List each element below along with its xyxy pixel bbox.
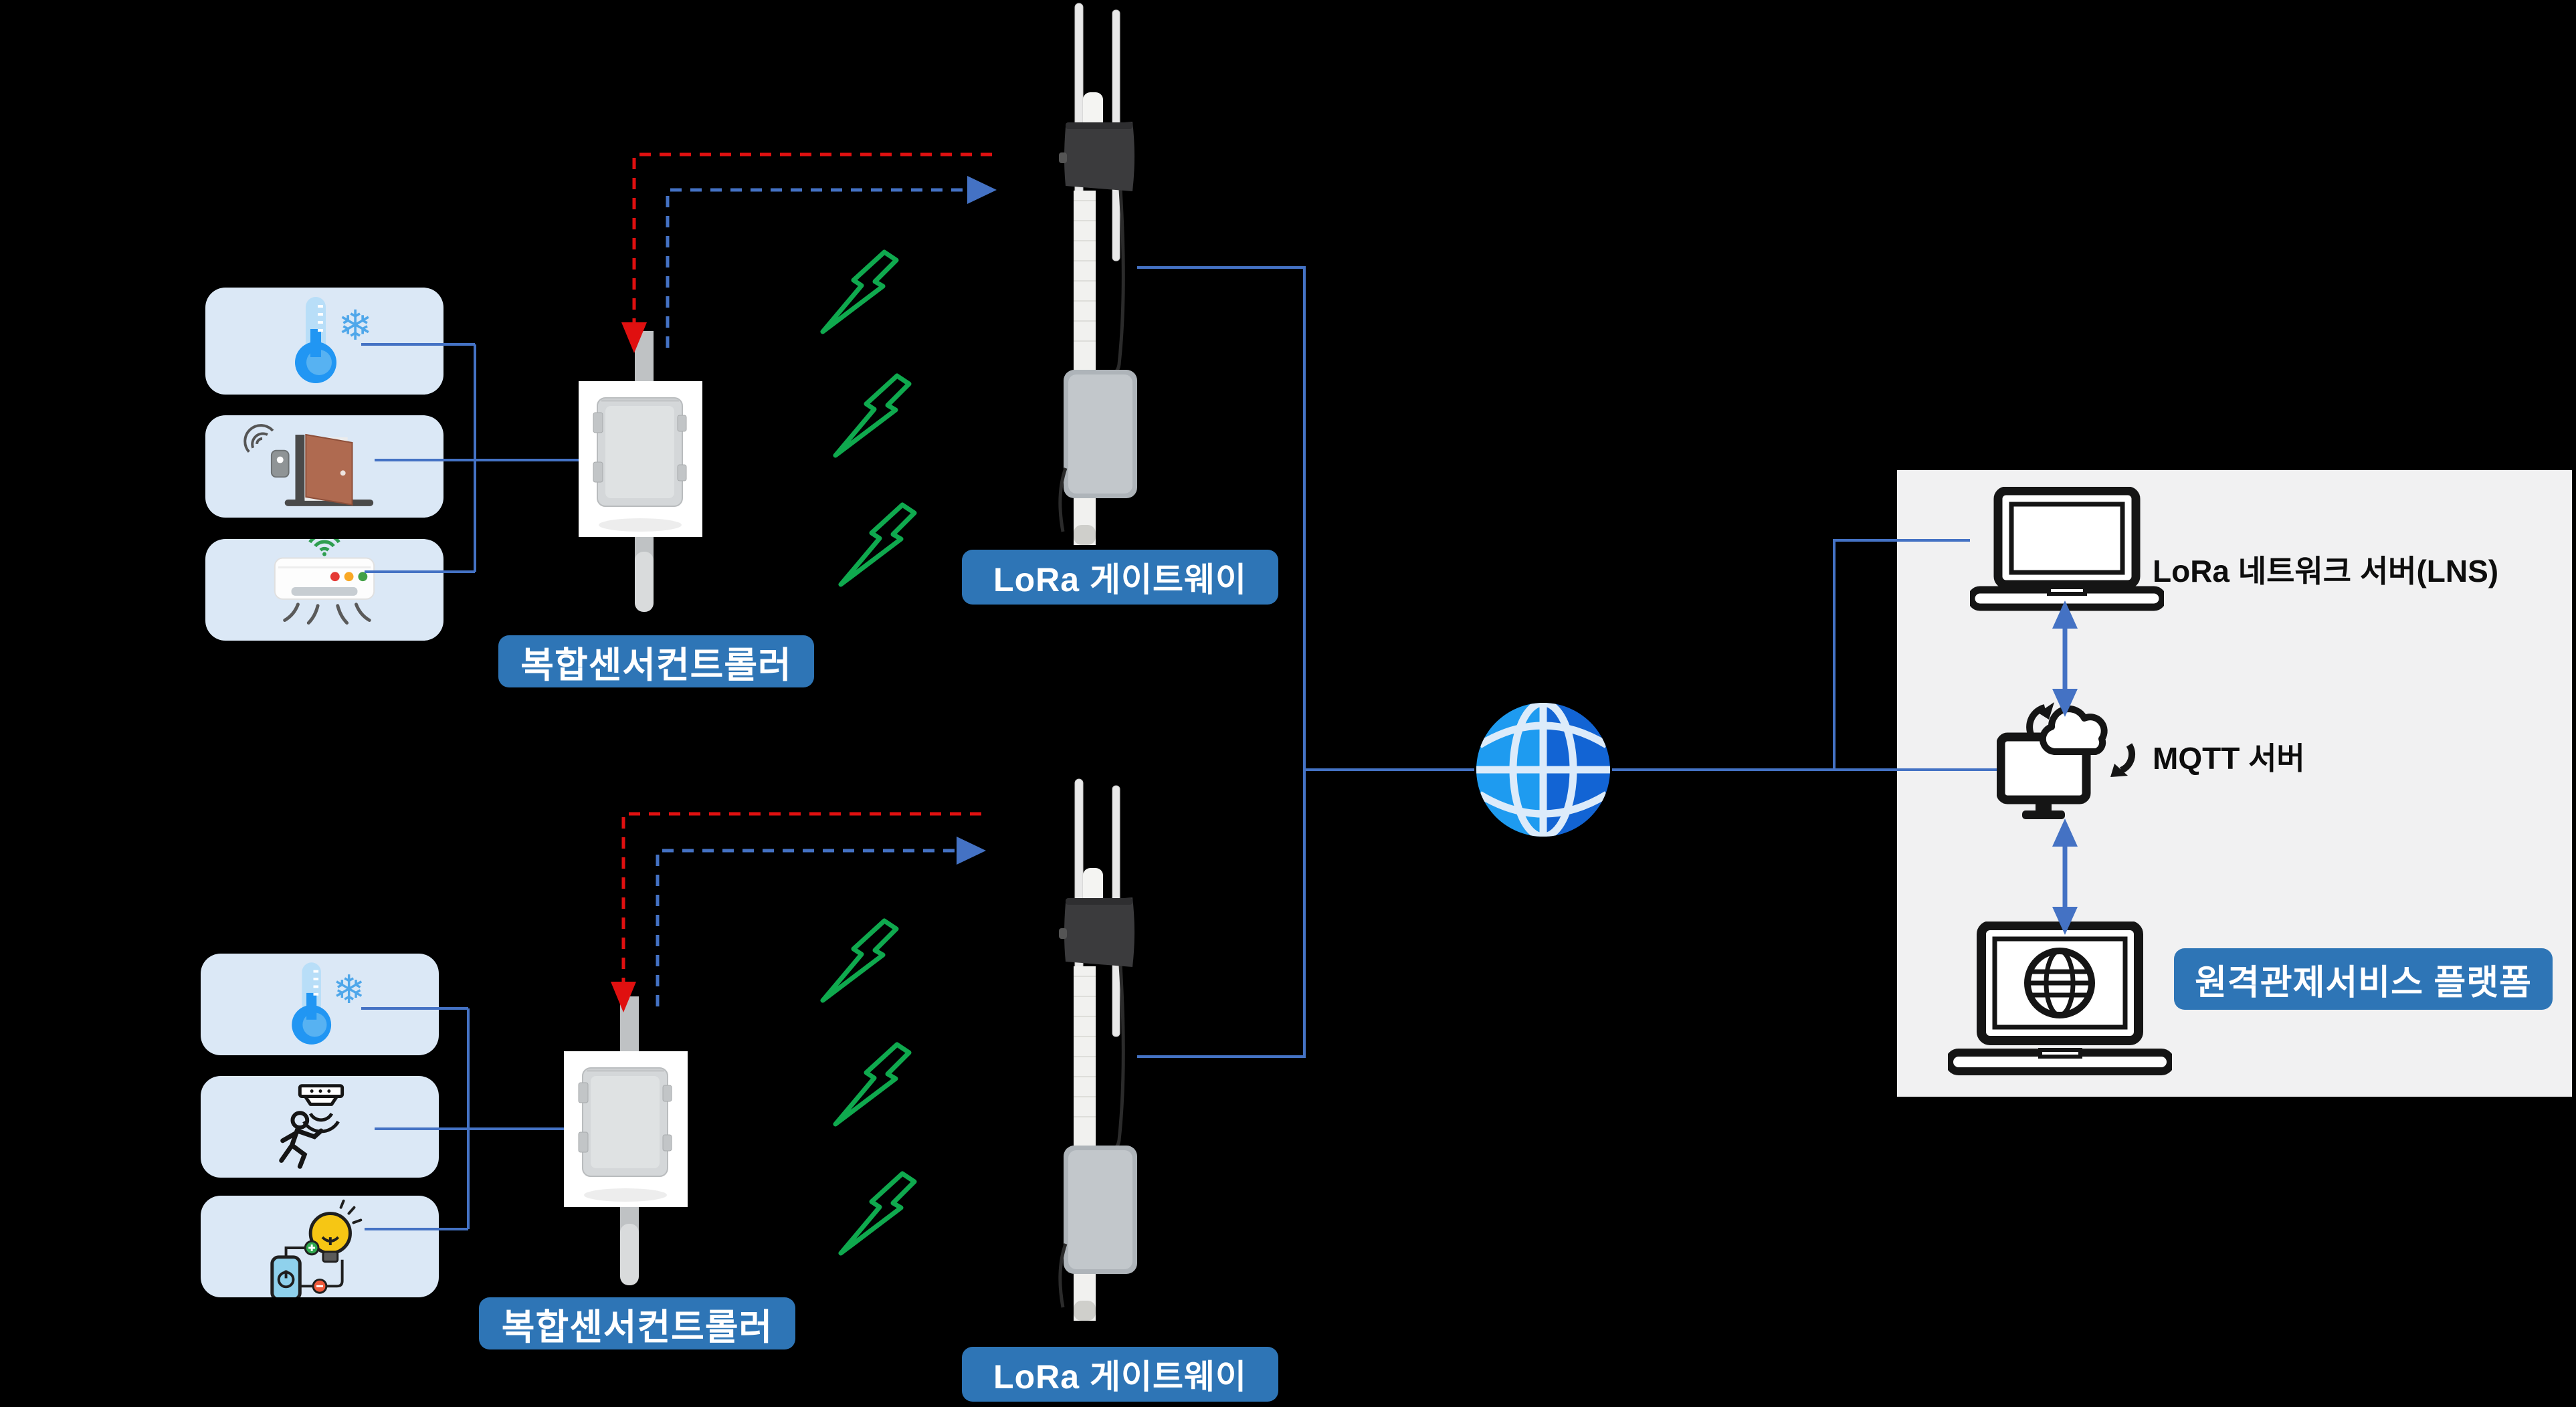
card-temperature-sensor-bottom: ❄	[201, 954, 439, 1055]
sync-arrows-icon	[2026, 702, 2136, 777]
cloud-icon	[2039, 706, 2108, 755]
uplink-arrow-bottom	[656, 849, 957, 1006]
door-sensor-icon	[243, 424, 374, 506]
card-motion-sensor-bottom	[201, 1076, 439, 1178]
gateway-antenna-box	[1064, 122, 1134, 191]
uplink-arrow-top	[666, 188, 967, 348]
sensor-controller-unit-bottom	[564, 996, 688, 1291]
gateway-badge-top: LoRa 게이트웨이	[962, 550, 1278, 605]
platform-badge-label: 원격관제서비스 플랫폼	[2195, 963, 2532, 1002]
backbone-lines	[1137, 266, 1997, 1058]
rf-lightning-icons-bottom	[823, 921, 914, 1253]
temperature-sensor-icon: ❄	[292, 962, 365, 1045]
walking-person-icon	[279, 1111, 324, 1169]
globe-icon	[2024, 948, 2095, 1018]
mqtt-server-icon	[1997, 702, 2147, 829]
snowflake-icon: ❄	[332, 966, 365, 1012]
gateway-badge-bottom: LoRa 게이트웨이	[962, 1347, 1278, 1402]
gateway-badge-label: LoRa 게이트웨이	[993, 1358, 1247, 1396]
internet-globe-icon	[1474, 701, 1612, 839]
lora-gateway-unit-bottom	[1054, 776, 1227, 1388]
lighting-control-icon	[270, 1199, 363, 1297]
controller-badge-label: 복합센서컨트롤러	[520, 645, 792, 685]
card-air-conditioner-top	[205, 539, 443, 641]
lns-laptop-icon	[1970, 487, 2164, 614]
lns-label: LoRa 네트워크 서버(LNS)	[2153, 554, 2499, 588]
power-icon	[277, 1270, 295, 1289]
controller-badge-bottom: 복합센서컨트롤러	[479, 1297, 795, 1349]
wifi-icon	[243, 424, 274, 453]
card-temperature-sensor-top: ❄	[205, 288, 443, 395]
controller-badge-top: 복합센서컨트롤러	[498, 635, 814, 687]
air-conditioner-icon	[274, 539, 375, 625]
controller-badge-label: 복합센서컨트롤러	[501, 1307, 773, 1347]
sensor-controller-unit-top	[579, 331, 702, 619]
arrowhead-right-icon	[967, 176, 997, 204]
downlink-arrow-top	[632, 152, 992, 322]
temperature-sensor-icon: ❄	[295, 297, 373, 383]
gateway-badge-label: LoRa 게이트웨이	[993, 561, 1247, 599]
card-lighting-control-bottom	[201, 1196, 439, 1297]
snowflake-icon: ❄	[338, 301, 373, 350]
rf-lightning-icons-top	[823, 252, 914, 584]
wifi-icon	[308, 539, 340, 552]
lora-gateway-unit-top	[1054, 0, 1227, 612]
mqtt-label: MQTT 서버	[2153, 741, 2305, 776]
gateway-antenna-box	[1064, 897, 1134, 967]
arrowhead-right-icon	[957, 837, 986, 865]
platform-badge: 원격관제서비스 플랫폼	[2174, 948, 2553, 1010]
card-door-sensor-top	[205, 415, 443, 518]
downlink-arrow-bottom	[621, 812, 981, 982]
motion-sensor-icon	[279, 1084, 344, 1169]
platform-laptop-icon	[1948, 922, 2172, 1082]
